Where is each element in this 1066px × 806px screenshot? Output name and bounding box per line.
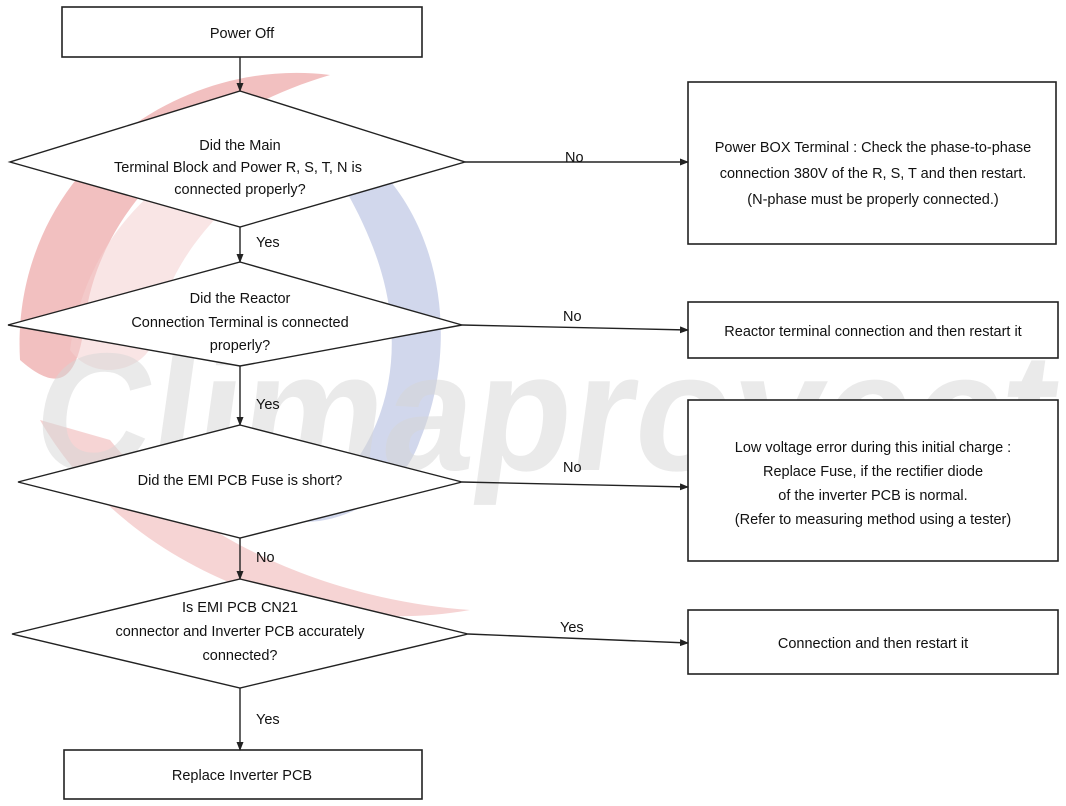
edge-label-q1-yes: Yes [256,235,280,251]
edge-label-q1-no: No [565,150,584,166]
end-label: Replace Inverter PCB [172,768,312,784]
node-labels: Power Off Did the Main Terminal Block an… [114,26,1031,784]
q2-label-line3: properly? [210,338,270,354]
a4-label: Connection and then restart it [778,636,968,652]
q4-label-line1: Is EMI PCB CN21 [182,600,298,616]
end-node [63,749,423,800]
a1-label-line2: connection 380V of the R, S, T and then … [720,166,1027,182]
q1-label-line3: connected properly? [174,182,305,198]
q2-label-line1: Did the Reactor [190,291,291,307]
q4-label-line2: connector and Inverter PCB accurately [115,624,365,640]
q4-label-line3: connected? [203,648,278,664]
a2-label: Reactor terminal connection and then res… [724,324,1021,340]
a1-label-line1: Power BOX Terminal : Check the phase-to-… [715,140,1031,156]
q1-label-line1: Did the Main [199,138,280,154]
start-label: Power Off [210,26,275,42]
connector-q3-a3 [461,481,689,491]
a3-label-line2: Replace Fuse, if the rectifier diode [763,464,983,480]
a3-label-line4: (Refer to measuring method using a teste… [735,512,1011,528]
a1-label-line3: (N-phase must be properly connected.) [747,192,998,208]
watermark-red-lower [40,420,470,617]
start-node [61,6,423,58]
edge-labels: No Yes No Yes No No Yes Yes [256,150,584,728]
edge-label-q3-no-down: No [256,550,275,566]
action-a1 [687,81,1057,245]
connectors [236,57,689,751]
q1-label-line2: Terminal Block and Power R, S, T, N is [114,160,362,176]
connector-q2-a2 [461,324,689,334]
action-a4 [687,609,1059,675]
a3-label-line3: of the inverter PCB is normal. [778,488,967,504]
edge-label-q2-no: No [563,309,582,325]
action-a3 [687,399,1059,562]
edge-label-q2-yes: Yes [256,397,280,413]
a3-label-line1: Low voltage error during this initial ch… [735,440,1011,456]
edge-label-q4-yes-down: Yes [256,712,280,728]
connector-q4-a4 [467,633,689,647]
edge-label-q3-no: No [563,460,582,476]
q3-label: Did the EMI PCB Fuse is short? [138,473,343,489]
shapes [7,6,1059,800]
edge-label-q4-yes: Yes [560,620,584,636]
q2-label-line2: Connection Terminal is connected [131,315,348,331]
watermark-blue-swoosh [290,120,441,522]
